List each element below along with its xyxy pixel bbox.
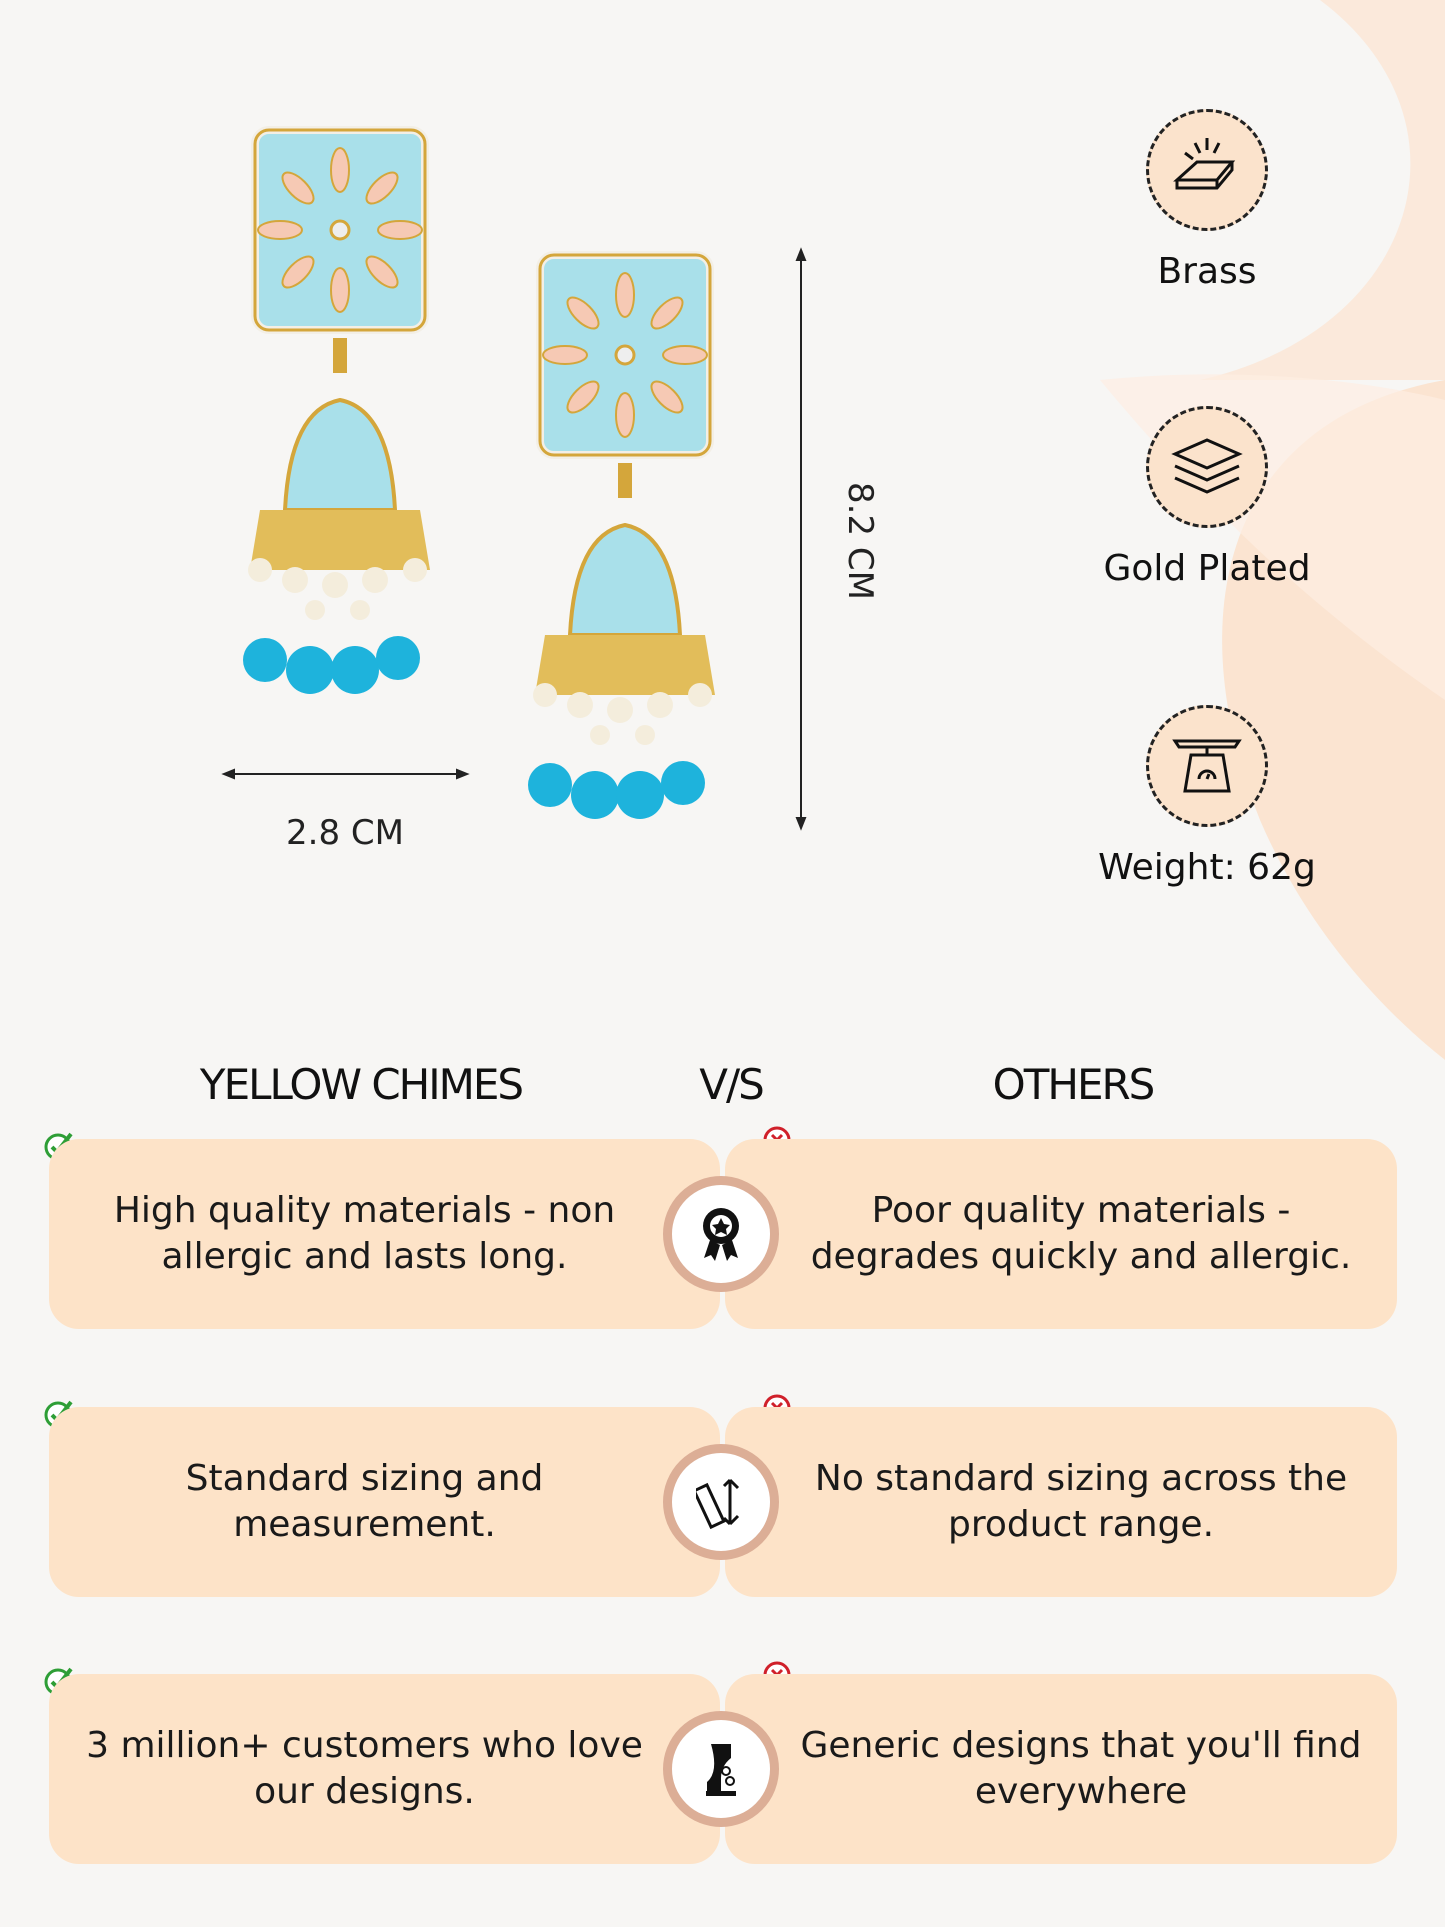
layers-icon (1146, 406, 1268, 528)
right-earring (528, 251, 715, 819)
brand-text: High quality materials - non allergic an… (113, 1190, 616, 1277)
brand-card: Standard sizing and measurement. (49, 1407, 720, 1597)
width-label: 2.8 CM (286, 813, 404, 853)
height-label: 8.2 CM (840, 482, 880, 600)
feature-brass: Brass (1057, 109, 1357, 292)
brand-card: 3 million+ customers who love our design… (49, 1674, 720, 1864)
brand-text: Standard sizing and measurement. (185, 1458, 544, 1545)
earrings-image (243, 126, 715, 819)
jewelry-bust-icon (663, 1711, 779, 1827)
ruler-icon (663, 1444, 779, 1560)
award-ribbon-icon (663, 1176, 779, 1292)
feature-weight: Weight: 62g (1057, 705, 1357, 888)
scale-icon (1146, 705, 1268, 827)
others-card: Poor quality materials - degrades quickl… (725, 1139, 1397, 1329)
others-card: Generic designs that you'll find everywh… (725, 1674, 1397, 1864)
vs-heading: V/S (699, 1060, 765, 1109)
others-heading: OTHERS (992, 1060, 1156, 1109)
feature-label: Brass (1157, 251, 1257, 292)
left-earring (243, 126, 430, 694)
gold-bars-icon (1146, 109, 1268, 231)
others-text: Generic designs that you'll find everywh… (800, 1725, 1362, 1812)
dimension-arrows (221, 247, 807, 831)
brand-heading: YELLOW CHIMES (199, 1060, 524, 1109)
others-text: No standard sizing across the product ra… (814, 1458, 1348, 1545)
feature-gold-plated: Gold Plated (1057, 406, 1357, 589)
feature-label: Gold Plated (1103, 548, 1311, 589)
brand-text: 3 million+ customers who love our design… (86, 1725, 643, 1812)
others-text: Poor quality materials - degrades quickl… (810, 1190, 1352, 1277)
brand-card: High quality materials - non allergic an… (49, 1139, 720, 1329)
feature-label: Weight: 62g (1098, 847, 1316, 888)
others-card: No standard sizing across the product ra… (725, 1407, 1397, 1597)
